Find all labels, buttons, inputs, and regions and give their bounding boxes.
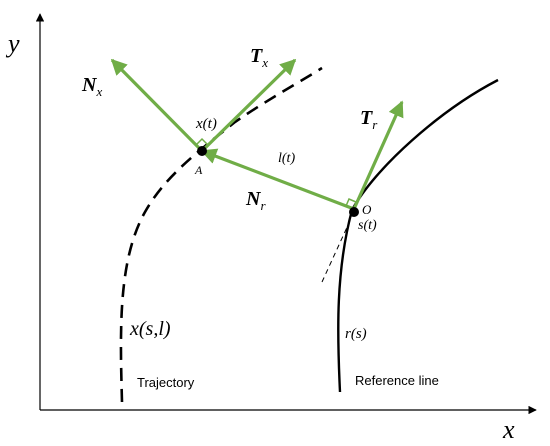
label-n-x-main: N <box>81 74 98 96</box>
x-axis-label: x <box>502 415 515 444</box>
label-t-r-main: T <box>360 107 373 129</box>
tangent-vector-r <box>352 100 404 210</box>
normal-vector-x <box>110 58 204 153</box>
caption-reference: Reference line <box>355 373 439 388</box>
right-angle-o <box>345 198 357 207</box>
trajectory-curve <box>119 66 323 403</box>
label-s-t: s(t) <box>358 218 377 233</box>
label-n-x-sub: x <box>95 84 102 99</box>
tangent-vector-x <box>200 58 297 153</box>
label-n-r: Nr <box>245 188 266 213</box>
label-l-t: l(t) <box>278 151 295 166</box>
label-t-r-sub: r <box>372 117 378 132</box>
label-o: O <box>362 202 372 217</box>
label-t-x-sub: x <box>261 55 268 70</box>
segment-l <box>200 148 355 211</box>
point-a <box>197 146 207 156</box>
label-n-r-main: N <box>245 188 262 210</box>
label-t-x-main: T <box>250 45 263 67</box>
point-o <box>349 207 359 217</box>
tangent-dash <box>321 211 355 283</box>
label-a: A <box>194 163 203 177</box>
label-x-t: x(t) <box>195 116 217 132</box>
label-t-r: Tr <box>360 107 378 132</box>
label-t-x: Tx <box>250 45 268 70</box>
label-x-s-l: x(s,l) <box>129 318 171 340</box>
right-angle-a <box>195 137 209 146</box>
label-n-r-sub: r <box>260 198 266 213</box>
label-n-x: Nx <box>81 74 102 99</box>
caption-trajectory: Trajectory <box>137 375 195 390</box>
y-axis-label: y <box>5 29 20 58</box>
label-r-s: r(s) <box>345 326 367 342</box>
